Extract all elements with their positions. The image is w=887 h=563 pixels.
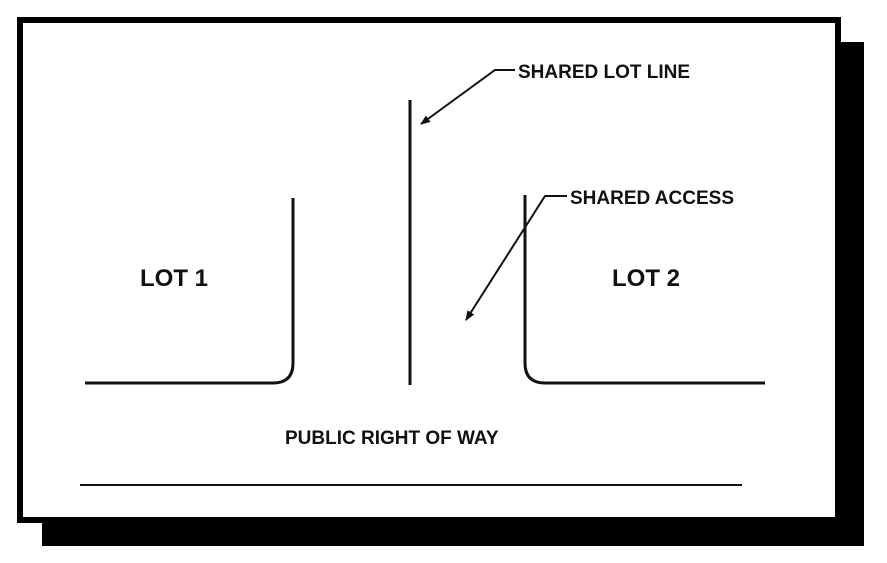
lot-2-label: LOT 2 <box>612 265 680 292</box>
shared-access-label: SHARED ACCESS <box>570 188 734 209</box>
lot-1-label: LOT 1 <box>140 265 208 292</box>
lot-2-boundary <box>523 195 765 385</box>
shared-lot-line-leader-arrow <box>420 69 515 125</box>
public-right-of-way-label: PUBLIC RIGHT OF WAY <box>285 428 499 449</box>
shared-access-leader-arrow <box>465 195 567 321</box>
shared-lot-line-label: SHARED LOT LINE <box>518 62 690 83</box>
diagram-frame <box>17 17 841 523</box>
lot-1-boundary <box>85 198 295 385</box>
